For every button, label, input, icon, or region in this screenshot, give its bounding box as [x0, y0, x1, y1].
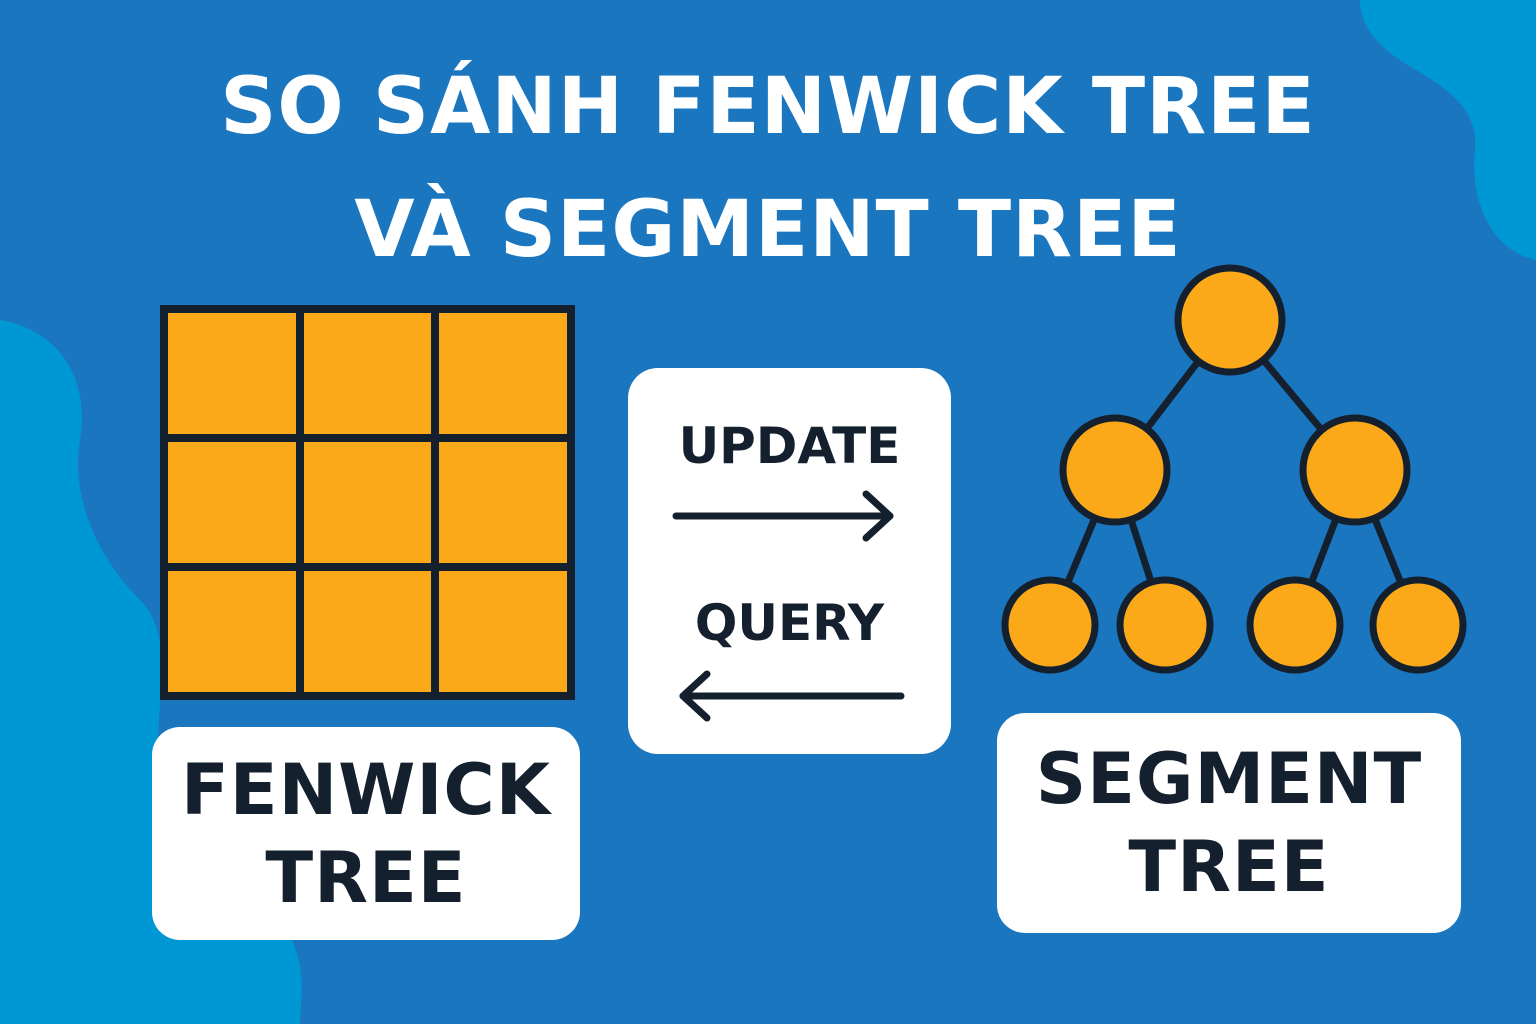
- arrow-right-icon: [672, 490, 894, 542]
- tree-node-leaf: [1116, 576, 1214, 674]
- segment-tree-label: SEGMENT TREE: [997, 713, 1461, 933]
- grid-cell: [303, 313, 432, 434]
- grid-cell: [303, 442, 432, 563]
- grid-cell: [439, 571, 567, 692]
- segment-label-line-1: SEGMENT: [1035, 738, 1423, 820]
- fenwick-label-line-1: FENWICK: [180, 748, 552, 831]
- tree-node-left: [1059, 414, 1171, 526]
- page-title-line-1: SO SÁNH FENWICK TREE: [220, 62, 1316, 152]
- tree-node-leaf: [1369, 576, 1467, 674]
- grid-cell: [303, 571, 432, 692]
- tree-node-leaf: [1001, 576, 1099, 674]
- fenwick-label-line-2: TREE: [265, 836, 467, 919]
- operations-card: UPDATE QUERY: [628, 368, 951, 754]
- tree-node-right: [1299, 414, 1411, 526]
- segment-label-line-2: TREE: [1128, 826, 1330, 908]
- grid-cell: [168, 571, 296, 692]
- tree-node-leaf: [1246, 576, 1344, 674]
- top-right-blob: [1360, 0, 1536, 260]
- fenwick-tree-grid-illustration: [160, 305, 575, 700]
- arrow-left-icon: [679, 670, 905, 722]
- left-blob: [0, 320, 302, 1024]
- grid-cell: [439, 442, 567, 563]
- grid-cell: [168, 313, 296, 434]
- query-label: QUERY: [694, 594, 885, 652]
- grid-cell: [439, 313, 567, 434]
- update-label: UPDATE: [678, 417, 901, 475]
- segment-tree-illustration: [1001, 264, 1467, 674]
- tree-node-root: [1174, 264, 1286, 376]
- fenwick-tree-label: FENWICK TREE: [152, 727, 580, 940]
- grid-cell: [168, 442, 296, 563]
- page-title-line-2: VÀ SEGMENT TREE: [354, 185, 1182, 275]
